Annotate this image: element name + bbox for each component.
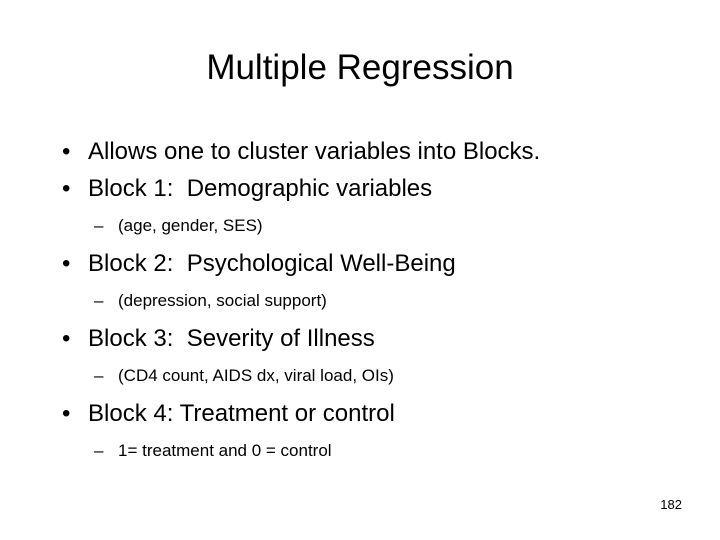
bullet-text: Block 1: Demographic variables [88,175,433,202]
sub-bullet-text: 1= treatment and 0 = control [118,441,332,460]
dash-marker-icon: – [94,291,104,310]
bullet-item: • Block 2: Psychological Well-Being [0,245,720,282]
page-number: 182 [660,497,682,512]
bullet-item: • Allows one to cluster variables into Bl… [0,133,720,170]
sub-bullet-item: –(CD4 count, AIDS dx, viral load, OIs) [0,357,720,395]
dash-marker-icon: – [94,216,104,235]
bullet-marker-icon: • [62,400,71,427]
page-title: Multiple Regression [206,48,514,87]
bullet-marker-icon: • [62,175,71,202]
sub-bullet-item: –1= treatment and 0 = control [0,432,720,470]
bullet-marker-icon: • [62,325,71,352]
bullet-marker-icon: • [62,138,71,165]
bullet-item: • Block 4: Treatment or control [0,395,720,432]
sub-bullet-text: (CD4 count, AIDS dx, viral load, OIs) [118,366,394,385]
sub-bullet-text: (age, gender, SES) [118,216,263,235]
dash-marker-icon: – [94,366,104,385]
bullet-list: • Allows one to cluster variables into Bl… [0,133,720,470]
bullet-text: Block 3: Severity of Illness [88,325,375,352]
bullet-marker-icon: • [62,250,71,277]
sub-bullet-item: –(depression, social support) [0,282,720,320]
sub-bullet-text: (depression, social support) [118,291,327,310]
sub-bullet-item: –(age, gender, SES) [0,207,720,245]
dash-marker-icon: – [94,441,104,460]
bullet-item: • Block 1: Demographic variables [0,170,720,207]
bullet-text: Allows one to cluster variables into Blo… [88,138,541,165]
bullet-text: Block 4: Treatment or control [88,400,395,427]
bullet-text: Block 2: Psychological Well-Being [88,250,456,277]
bullet-item: • Block 3: Severity of Illness [0,320,720,357]
